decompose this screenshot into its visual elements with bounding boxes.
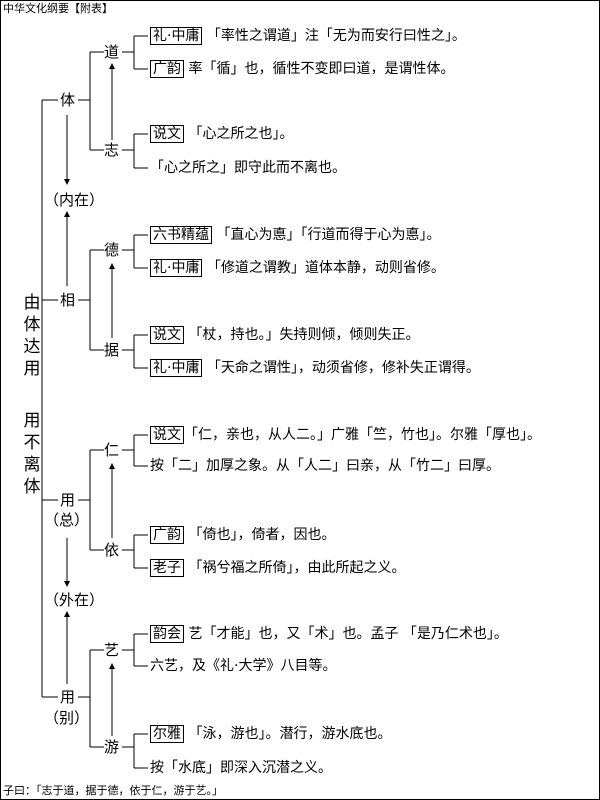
root-label-a: 由 体 达 用 — [22, 292, 42, 380]
row-item: 老子 「祸兮福之所倚」，由此所起之义。 — [150, 559, 405, 577]
node-yi-rely: 依 — [104, 541, 120, 559]
root-label-b: 用 不 离 体 — [22, 410, 42, 498]
row-item: 礼·中庸 「天命之谓性」，动须省修，修补失正谓得。 — [150, 359, 480, 377]
footer-quote: 子曰：「志于道，据于德，依于仁，游于艺。」 — [3, 784, 223, 797]
node-you: 游 — [104, 738, 120, 756]
root-char: 不 — [23, 433, 41, 453]
row-text: 率「循」也，循性不变即曰道，是谓性体。 — [188, 61, 455, 77]
row-item: 尔雅 「泳，游也」。潜行，游水底也。 — [150, 725, 391, 743]
node-nei-zai: （内在） — [44, 191, 105, 209]
source-box: 广韵 — [150, 60, 184, 78]
source-box: 尔雅 — [150, 725, 184, 743]
row-item: 说文 「杖，持也。」失持则倾，倾则失正。 — [150, 326, 419, 344]
row-text: 「修道之谓教」道体本静，动则省修。 — [206, 260, 445, 276]
row-item: 韵会 艺「才能」也，又「术」也。孟子 「是乃仁术也」。 — [150, 625, 508, 643]
source-box: 说文 — [150, 125, 184, 143]
source-box: 韵会 — [150, 625, 184, 643]
row-item: 说文「仁，亲也，从人二。」广雅「竺，竹也」。尔雅「厚也」。 — [150, 426, 541, 444]
root-char: 离 — [23, 455, 41, 475]
source-box: 广韵 — [150, 526, 184, 544]
source-box: 说文 — [150, 326, 184, 344]
node-wai-zai: （外在） — [44, 591, 105, 609]
node-yong-zong: 用 — [60, 491, 76, 509]
row-item: 六书精蕴 「直心为悳」「行道而得于心为悳」。 — [150, 226, 440, 244]
row-item: 「心之所之」即守此而不离也。 — [150, 159, 346, 177]
row-text: 「仁，亲也，从人二。」广雅「竺，竹也」。尔雅「厚也」。 — [184, 427, 541, 443]
node-ti: 体 — [60, 91, 76, 109]
source-box: 说文 — [150, 426, 184, 444]
row-item: 礼·中庸 「率性之谓道」注「无为而安行曰性之」。 — [150, 27, 466, 45]
row-text: 按「二」加厚之象。从「人二」曰亲，从「竹二」曰厚。 — [150, 458, 500, 474]
source-box: 礼·中庸 — [150, 359, 203, 377]
row-text: 「心之所之也」。 — [188, 126, 294, 142]
row-item: 六艺，及《礼·大学》八目等。 — [150, 657, 336, 675]
row-item: 礼·中庸 「修道之谓教」道体本静，动则省修。 — [150, 259, 445, 277]
row-text: 「天命之谓性」，动须省修，修补失正谓得。 — [206, 360, 480, 376]
node-de: 德 — [104, 241, 120, 259]
row-text: 「直心为悳」「行道而得于心为悳」。 — [216, 227, 441, 243]
source-box: 礼·中庸 — [150, 259, 203, 277]
node-zong-label: （总） — [44, 511, 90, 529]
row-text: 「杖，持也。」失持则倾，倾则失正。 — [188, 327, 420, 343]
row-item: 广韵 「倚也」，倚者，因也。 — [150, 526, 335, 544]
row-text: 「倚也」，倚者，因也。 — [188, 527, 336, 543]
node-yong-bie: 用 — [60, 688, 76, 706]
row-item: 按「水底」即深入沉潜之义。 — [150, 759, 332, 777]
node-bie-label: （别） — [44, 709, 90, 727]
node-ren: 仁 — [104, 441, 120, 459]
row-text: 艺「才能」也，又「术」也。孟子 「是乃仁术也」。 — [188, 626, 508, 642]
root-char: 体 — [23, 315, 41, 335]
node-ju: 据 — [104, 341, 120, 359]
row-text: 按「水底」即深入沉潜之义。 — [150, 760, 332, 776]
root-char: 用 — [23, 359, 41, 379]
node-dao: 道 — [104, 43, 120, 61]
source-box: 老子 — [150, 559, 184, 577]
row-text: 「泳，游也」。潜行，游水底也。 — [188, 726, 392, 742]
root-char: 用 — [23, 411, 41, 431]
row-item: 按「二」加厚之象。从「人二」曰亲，从「竹二」曰厚。 — [150, 457, 500, 475]
row-item: 广韵 率「循」也，循性不变即曰道，是谓性体。 — [150, 60, 454, 78]
root-char: 由 — [23, 293, 41, 313]
source-box: 六书精蕴 — [150, 226, 212, 244]
row-text: 「心之所之」即守此而不离也。 — [150, 160, 346, 176]
source-box: 礼·中庸 — [150, 27, 203, 45]
row-text: 六艺，及《礼·大学》八目等。 — [150, 658, 337, 674]
row-item: 说文 「心之所之也」。 — [150, 125, 293, 143]
header-title: 中华文化纲要【附表】 — [3, 2, 113, 15]
root-char: 达 — [23, 337, 41, 357]
node-yi-art: 艺 — [104, 641, 120, 659]
row-text: 「率性之谓道」注「无为而安行曰性之」。 — [206, 28, 466, 44]
node-zhi: 志 — [104, 141, 120, 159]
root-char: 体 — [23, 477, 41, 497]
node-xiang: 相 — [60, 291, 76, 309]
row-text: 「祸兮福之所倚」，由此所起之义。 — [188, 560, 406, 576]
